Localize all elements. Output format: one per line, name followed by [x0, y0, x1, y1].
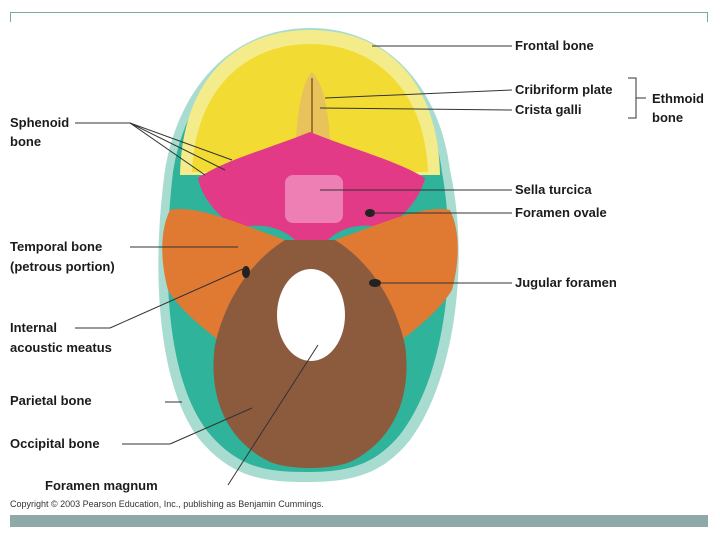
- label-crista-galli: Crista galli: [515, 102, 582, 117]
- leader-lines: [75, 45, 513, 486]
- label-foramen-magnum: Foramen magnum: [45, 478, 158, 493]
- temporal-bone-right: [335, 209, 458, 345]
- internal-acoustic-meatus: [242, 266, 250, 278]
- slide-frame-right: [707, 12, 708, 22]
- label-temporal-line2: (petrous portion): [10, 259, 115, 274]
- label-jugular-foramen: Jugular foramen: [515, 275, 617, 290]
- copyright-notice: Copyright © 2003 Pearson Education, Inc.…: [10, 499, 324, 509]
- label-internal-acoustic-line1: Internal: [10, 320, 57, 335]
- label-temporal-line1: Temporal bone: [10, 239, 103, 254]
- foramen-ovale: [365, 209, 375, 217]
- jugular-foramen: [369, 279, 381, 287]
- label-parietal-bone: Parietal bone: [10, 393, 92, 408]
- sella-turcica: [285, 175, 343, 223]
- label-sella-turcica: Sella turcica: [515, 182, 592, 197]
- ethmoid-bracket: [628, 77, 637, 119]
- slide-bottom-bar: [10, 515, 708, 527]
- slide-frame-left: [10, 12, 11, 22]
- label-cribriform-plate: Cribriform plate: [515, 82, 613, 97]
- label-internal-acoustic-line2: acoustic meatus: [10, 340, 112, 355]
- label-occipital-bone: Occipital bone: [10, 436, 100, 451]
- slide-frame-top: [10, 12, 708, 13]
- label-frontal-bone: Frontal bone: [515, 38, 594, 53]
- foramen-magnum: [277, 269, 345, 361]
- label-sphenoid-line2: bone: [10, 134, 42, 149]
- label-ethmoid-line2: bone: [652, 110, 684, 125]
- label-sphenoid-line1: Sphenoid: [10, 115, 70, 130]
- label-foramen-ovale: Foramen ovale: [515, 205, 607, 220]
- label-ethmoid-line1: Ethmoid: [652, 91, 704, 106]
